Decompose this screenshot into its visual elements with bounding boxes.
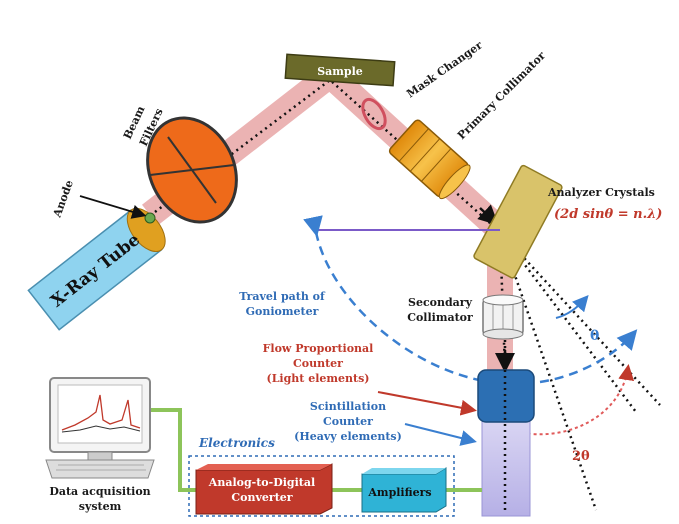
travel-path-label-1: Travel path of	[239, 290, 326, 303]
goniometer-path-left	[303, 215, 491, 384]
scint-counter-label-2: Counter	[323, 415, 373, 428]
flow-counter-label-3: (Light elements)	[266, 372, 369, 385]
theta-label: θ	[590, 328, 599, 344]
electronics-label: Electronics	[198, 436, 275, 450]
beam-filters	[146, 116, 238, 224]
secondary-collimator	[482, 294, 524, 340]
anode-target	[144, 212, 156, 224]
mask-changer	[361, 97, 387, 131]
scint-counter-pointer	[404, 423, 477, 446]
primary-collimator-label: Primary Collimator	[455, 49, 548, 142]
sample: Sample	[284, 53, 396, 87]
travel-path-label-2: Goniometer	[246, 305, 319, 318]
wire-computer-adc	[150, 408, 196, 492]
primary-collimator	[388, 119, 471, 200]
secondary-collimator-label-2: Collimator	[407, 311, 473, 324]
adc-label-2: Converter	[231, 491, 292, 504]
flow-counter-label-2: Counter	[293, 357, 343, 370]
goniometer-path-right	[539, 329, 638, 384]
daq-label-2: system	[79, 500, 122, 513]
analyzer-crystal	[473, 164, 563, 279]
adc-block: Analog-to-Digital Converter	[195, 463, 333, 515]
data-acquisition-computer	[45, 377, 155, 479]
flow-counter-pointer	[377, 391, 477, 416]
electronics-box	[188, 455, 455, 517]
adc-label-1: Analog-to-Digital	[208, 476, 315, 489]
scint-counter-label-1: Scintillation	[310, 400, 386, 413]
scint-counter-label-3: (Heavy elements)	[294, 430, 402, 443]
secondary-collimator-label-1: Secondary	[408, 296, 473, 309]
flow-counter-label-1: Flow Proportional	[263, 342, 374, 355]
amplifiers-block: Amplifiers	[361, 467, 447, 513]
daq-label-1: Data acquisition	[49, 485, 150, 498]
anode-pointer	[79, 195, 147, 219]
sample-label: Sample	[317, 65, 363, 78]
crystal-normal-line	[498, 231, 598, 511]
amplifiers-label: Amplifiers	[367, 486, 431, 499]
mask-changer-label: Mask Changer	[404, 38, 485, 100]
theta-arc	[555, 294, 589, 319]
analyzer-crystals-label: Analyzer Crystals	[547, 186, 655, 199]
bragg-equation: (2d sinθ = n.λ)	[554, 207, 662, 222]
anode-label: Anode	[50, 178, 76, 220]
two-theta-label: 2θ	[572, 449, 590, 464]
